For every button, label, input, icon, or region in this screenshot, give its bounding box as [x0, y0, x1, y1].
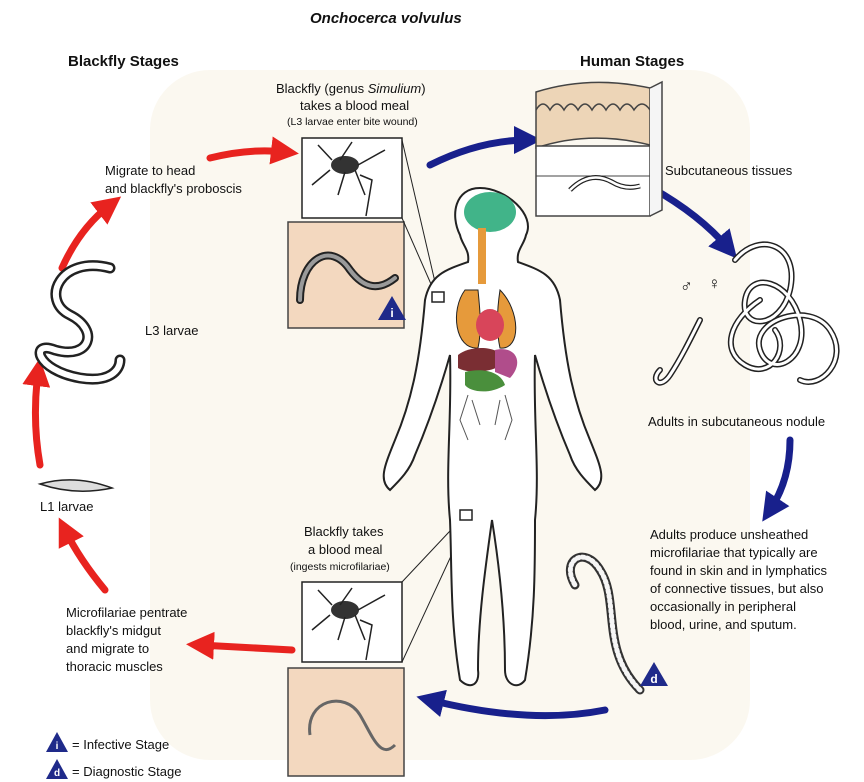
- heading-blackfly-stages: Blackfly Stages: [68, 53, 179, 70]
- label-migrate-line2: and blackfly's proboscis: [105, 180, 242, 197]
- arrow-meal-to-midgut: [200, 645, 292, 650]
- svg-text:i: i: [390, 306, 393, 320]
- label-midgut-line4: thoracic muscles: [66, 658, 163, 675]
- label-blackfly-meal-bottom-line1: Blackfly takes: [304, 523, 383, 540]
- label-blackfly-meal-top-line1: Blackfly (genus Simulium): [276, 80, 426, 97]
- svg-text:i: i: [56, 741, 59, 752]
- arrow-l3-to-migrate: [62, 205, 110, 268]
- svg-text:d: d: [650, 672, 657, 686]
- l1-larva-illustration: [40, 480, 112, 491]
- label-migrate-line1: Migrate to head: [105, 162, 195, 179]
- blackfly-top-panel: [288, 138, 404, 328]
- label-microfilariae-line1: Adults produce unsheathed: [650, 526, 808, 543]
- l3-larva-illustration: [40, 266, 120, 379]
- arrow-adults-to-mf: [770, 440, 790, 510]
- label-blackfly-meal-bottom-line3: (ingests microfilariae): [290, 561, 390, 574]
- label-microfilariae-line5: occasionally in peripheral: [650, 598, 796, 615]
- label-midgut-line2: blackfly's midgut: [66, 622, 161, 639]
- label-female-symbol: ♀: [708, 275, 721, 292]
- label-adults-in-nodule: Adults in subcutaneous nodule: [648, 413, 825, 430]
- label-microfilariae-line3: found in skin and in lymphatics: [650, 562, 827, 579]
- label-microfilariae-line2: microfilariae that typically are: [650, 544, 818, 561]
- label-microfilariae-line6: blood, urine, and sputum.: [650, 616, 797, 633]
- label-l3-larvae: L3 larvae: [145, 322, 198, 339]
- label-blackfly-meal-top-line3: (L3 larvae enter bite wound): [287, 116, 418, 129]
- heading-human-stages: Human Stages: [580, 53, 684, 70]
- label-male-symbol: ♂: [680, 278, 693, 295]
- diagram-title: Onchocerca volvulus: [310, 10, 462, 27]
- label-l1-larvae: L1 larvae: [40, 498, 93, 515]
- legend-diagnostic-text: = Diagnostic Stage: [72, 763, 181, 780]
- label-midgut-line1: Microfilariae pentrate: [66, 604, 187, 621]
- label-blackfly-meal-top-line2: takes a blood meal: [300, 97, 409, 114]
- label-microfilariae-line4: of connective tissues, but also: [650, 580, 823, 597]
- skin-block-illustration: [536, 82, 662, 216]
- label-blackfly-meal-bottom-line2: a blood meal: [308, 541, 382, 558]
- arrow-midgut-to-l1: [65, 530, 105, 590]
- legend-diagnostic-badge: d: [46, 759, 68, 779]
- legend-infective-text: = Infective Stage: [72, 736, 169, 753]
- label-midgut-line3: and migrate to: [66, 640, 149, 657]
- svg-text:d: d: [54, 768, 60, 779]
- blackfly-bottom-panel: [288, 582, 404, 776]
- arrow-l1-to-l3: [35, 372, 40, 465]
- legend-infective-badge: i: [46, 732, 68, 752]
- label-subcutaneous-tissues: Subcutaneous tissues: [665, 162, 792, 179]
